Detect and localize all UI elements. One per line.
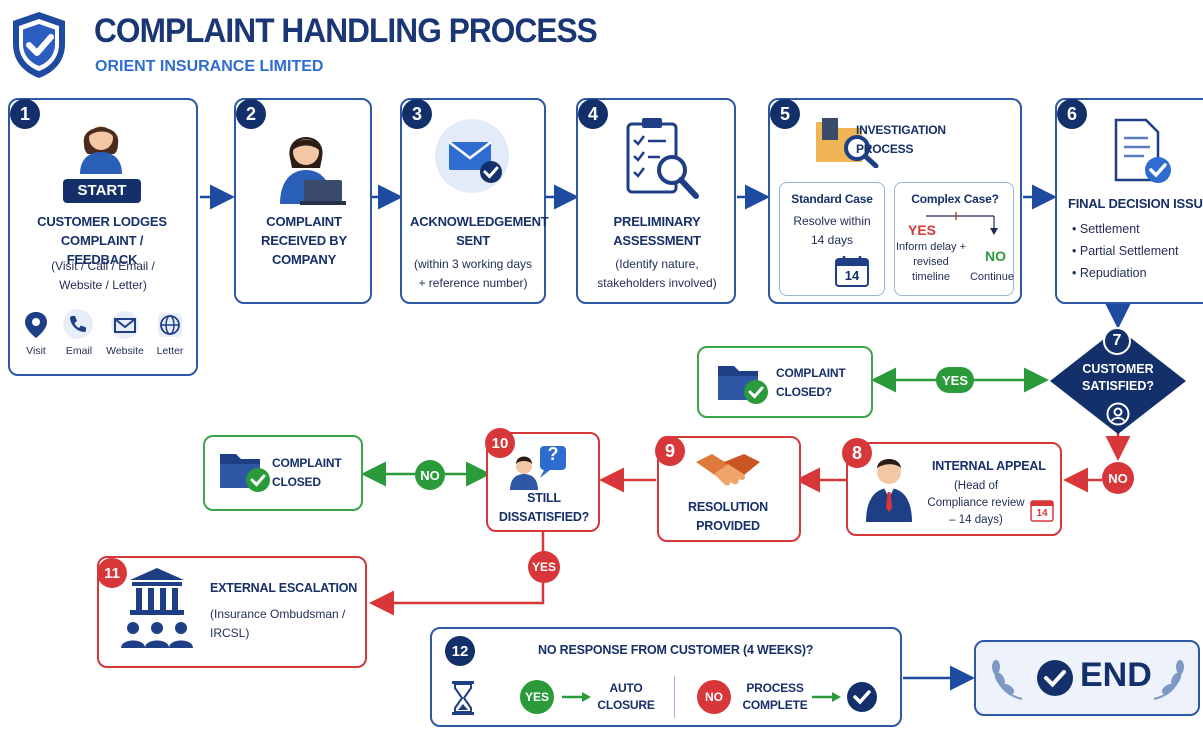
- step-12-no-response: [430, 627, 902, 727]
- complex-case-title: Complex Case?: [911, 192, 999, 206]
- user-question-icon: [510, 444, 574, 490]
- step-4-number: 4: [578, 99, 608, 129]
- complaint-closed-title: COMPLAINT CLOSED: [272, 456, 342, 489]
- calendar-days-label: 14: [844, 268, 860, 283]
- step-9-title: RESOLUTION PROVIDED: [688, 500, 768, 533]
- decision-item: • Repudiation: [1072, 266, 1147, 280]
- step-5-investigation: [768, 98, 1022, 304]
- appeal-calendar-icon: [1030, 498, 1054, 522]
- laurel-right-icon: [1148, 655, 1188, 701]
- complex-case-panel: [894, 182, 1014, 296]
- auto-closure-label: AUTO CLOSURE: [597, 681, 655, 712]
- appeal-calendar-days: 14: [1036, 508, 1048, 519]
- email-envelope-icon: [110, 310, 140, 340]
- yes-arrow-icon: [562, 692, 591, 702]
- start-badge: START: [63, 179, 141, 203]
- page-title: COMPLAINT HANDLING PROCESS: [94, 12, 598, 50]
- channel-label-letter: Letter: [156, 345, 184, 357]
- step-10-number: 10: [485, 428, 515, 458]
- step-6-number: 6: [1057, 99, 1087, 129]
- step-11-title: EXTERNAL ESCALATION: [210, 581, 358, 595]
- step-3-number: 3: [402, 99, 432, 129]
- call-phone-icon: [62, 308, 94, 340]
- step-2-number: 2: [236, 99, 266, 129]
- laurel-left-icon: [988, 655, 1028, 701]
- step-8-detail: (Head of Compliance review – 14 days): [927, 480, 1025, 526]
- step-5-title: INVESTIGATION PROCESS: [856, 123, 946, 156]
- no-pill-no-response: NO: [697, 680, 731, 714]
- folder-check-icon: [716, 360, 770, 406]
- folder-magnifier-icon: [812, 112, 882, 168]
- step-11-number: 11: [97, 558, 127, 588]
- channel-label-website: Website: [106, 345, 144, 357]
- step-4-detail: (Identify nature, stakeholders involved): [597, 257, 717, 290]
- step-1-number: 1: [10, 99, 40, 129]
- compliance-officer-icon: [862, 452, 916, 522]
- no-pill-satisfied: NO: [1102, 462, 1134, 494]
- complex-no-label: NO: [985, 248, 1006, 264]
- yes-pill-dissatisfied: YES: [528, 551, 560, 583]
- courthouse-group-icon: [118, 566, 196, 654]
- standard-case-panel: [779, 182, 885, 296]
- step-12-number: 12: [445, 636, 475, 666]
- folder-check-icon: [218, 448, 272, 494]
- agent-laptop-icon: [266, 118, 346, 206]
- hourglass-icon: [451, 680, 475, 716]
- step-1-detail: (Visit / Call / Email / Website / Letter…: [51, 259, 155, 292]
- complaint-closed-question-title: COMPLAINT CLOSED?: [776, 366, 846, 399]
- customer-avatar-icon: [74, 110, 128, 174]
- end-box: [974, 640, 1200, 716]
- complex-yes-label: YES: [908, 222, 937, 238]
- website-globe-icon: [155, 310, 185, 340]
- handshake-icon: [694, 446, 762, 492]
- standard-case-detail: Resolve within 14 days: [793, 214, 871, 247]
- decision-item: • Partial Settlement: [1072, 244, 1179, 258]
- end-check-icon: [1036, 659, 1074, 697]
- step-3-detail: (within 3 working days + reference numbe…: [413, 257, 533, 290]
- user-circle-icon: [1106, 402, 1130, 426]
- step-10-title: STILL DISSATISFIED?: [498, 491, 590, 524]
- decision-item: • Settlement: [1072, 222, 1140, 236]
- complete-check-icon: [846, 681, 878, 713]
- step-3-title: ACKNOWLEDGEMENT SENT: [410, 214, 549, 248]
- step-7-number: 7: [1103, 327, 1131, 355]
- complex-no-detail: Continue: [969, 271, 1015, 283]
- step-5-number: 5: [770, 99, 800, 129]
- decision-item-label: Partial Settlement: [1079, 244, 1179, 258]
- clipboard-magnifier-icon: [620, 114, 704, 204]
- step-9-number: 9: [655, 436, 685, 466]
- channel-label-email: Email: [65, 345, 93, 357]
- step-8-number: 8: [842, 438, 872, 468]
- step-8-title: INTERNAL APPEAL: [932, 459, 1046, 473]
- page-subtitle: ORIENT INSURANCE LIMITED: [95, 58, 324, 75]
- decision-item-label: Settlement: [1079, 222, 1140, 236]
- process-complete-label: PROCESS COMPLETE: [742, 681, 808, 712]
- visit-pin-icon: [22, 310, 50, 340]
- logo-shield-icon: [10, 10, 68, 80]
- end-label: END: [1080, 656, 1152, 694]
- step-7-title: CUSTOMER SATISFIED?: [1082, 362, 1154, 393]
- step-12-title: NO RESPONSE FROM CUSTOMER (4 WEEKS)?: [538, 643, 814, 657]
- document-check-icon: [1110, 116, 1174, 188]
- step-2-title: COMPLAINT RECEIVED BY COMPANY: [261, 214, 347, 267]
- question-mark: ?: [547, 444, 559, 464]
- yes-pill-no-response: YES: [520, 680, 554, 714]
- step-4-title: PRELIMINARY ASSESSMENT: [613, 214, 701, 248]
- step-6-title: FINAL DECISION ISSUED: [1068, 196, 1203, 211]
- complete-arrow-icon: [812, 692, 841, 702]
- step-1-title: CUSTOMER LODGES COMPLAINT / FEEDBACK: [37, 214, 167, 267]
- complex-yes-detail: Inform delay + revised timeline: [896, 241, 967, 283]
- step-11-detail: (Insurance Ombudsman / IRCSL): [210, 607, 346, 640]
- step-12-divider: [674, 676, 675, 718]
- yes-pill-satisfied: YES: [936, 367, 974, 393]
- step-7-decision-diamond: [1050, 328, 1186, 434]
- standard-case-title: Standard Case: [791, 192, 873, 206]
- calendar-icon: [834, 254, 870, 288]
- decision-item-label: Repudiation: [1079, 266, 1147, 280]
- envelope-check-icon: [430, 118, 514, 196]
- no-pill-dissatisfied: NO: [415, 460, 445, 490]
- channel-label-visit: Visit: [26, 345, 46, 357]
- complex-case-branch: [926, 212, 998, 235]
